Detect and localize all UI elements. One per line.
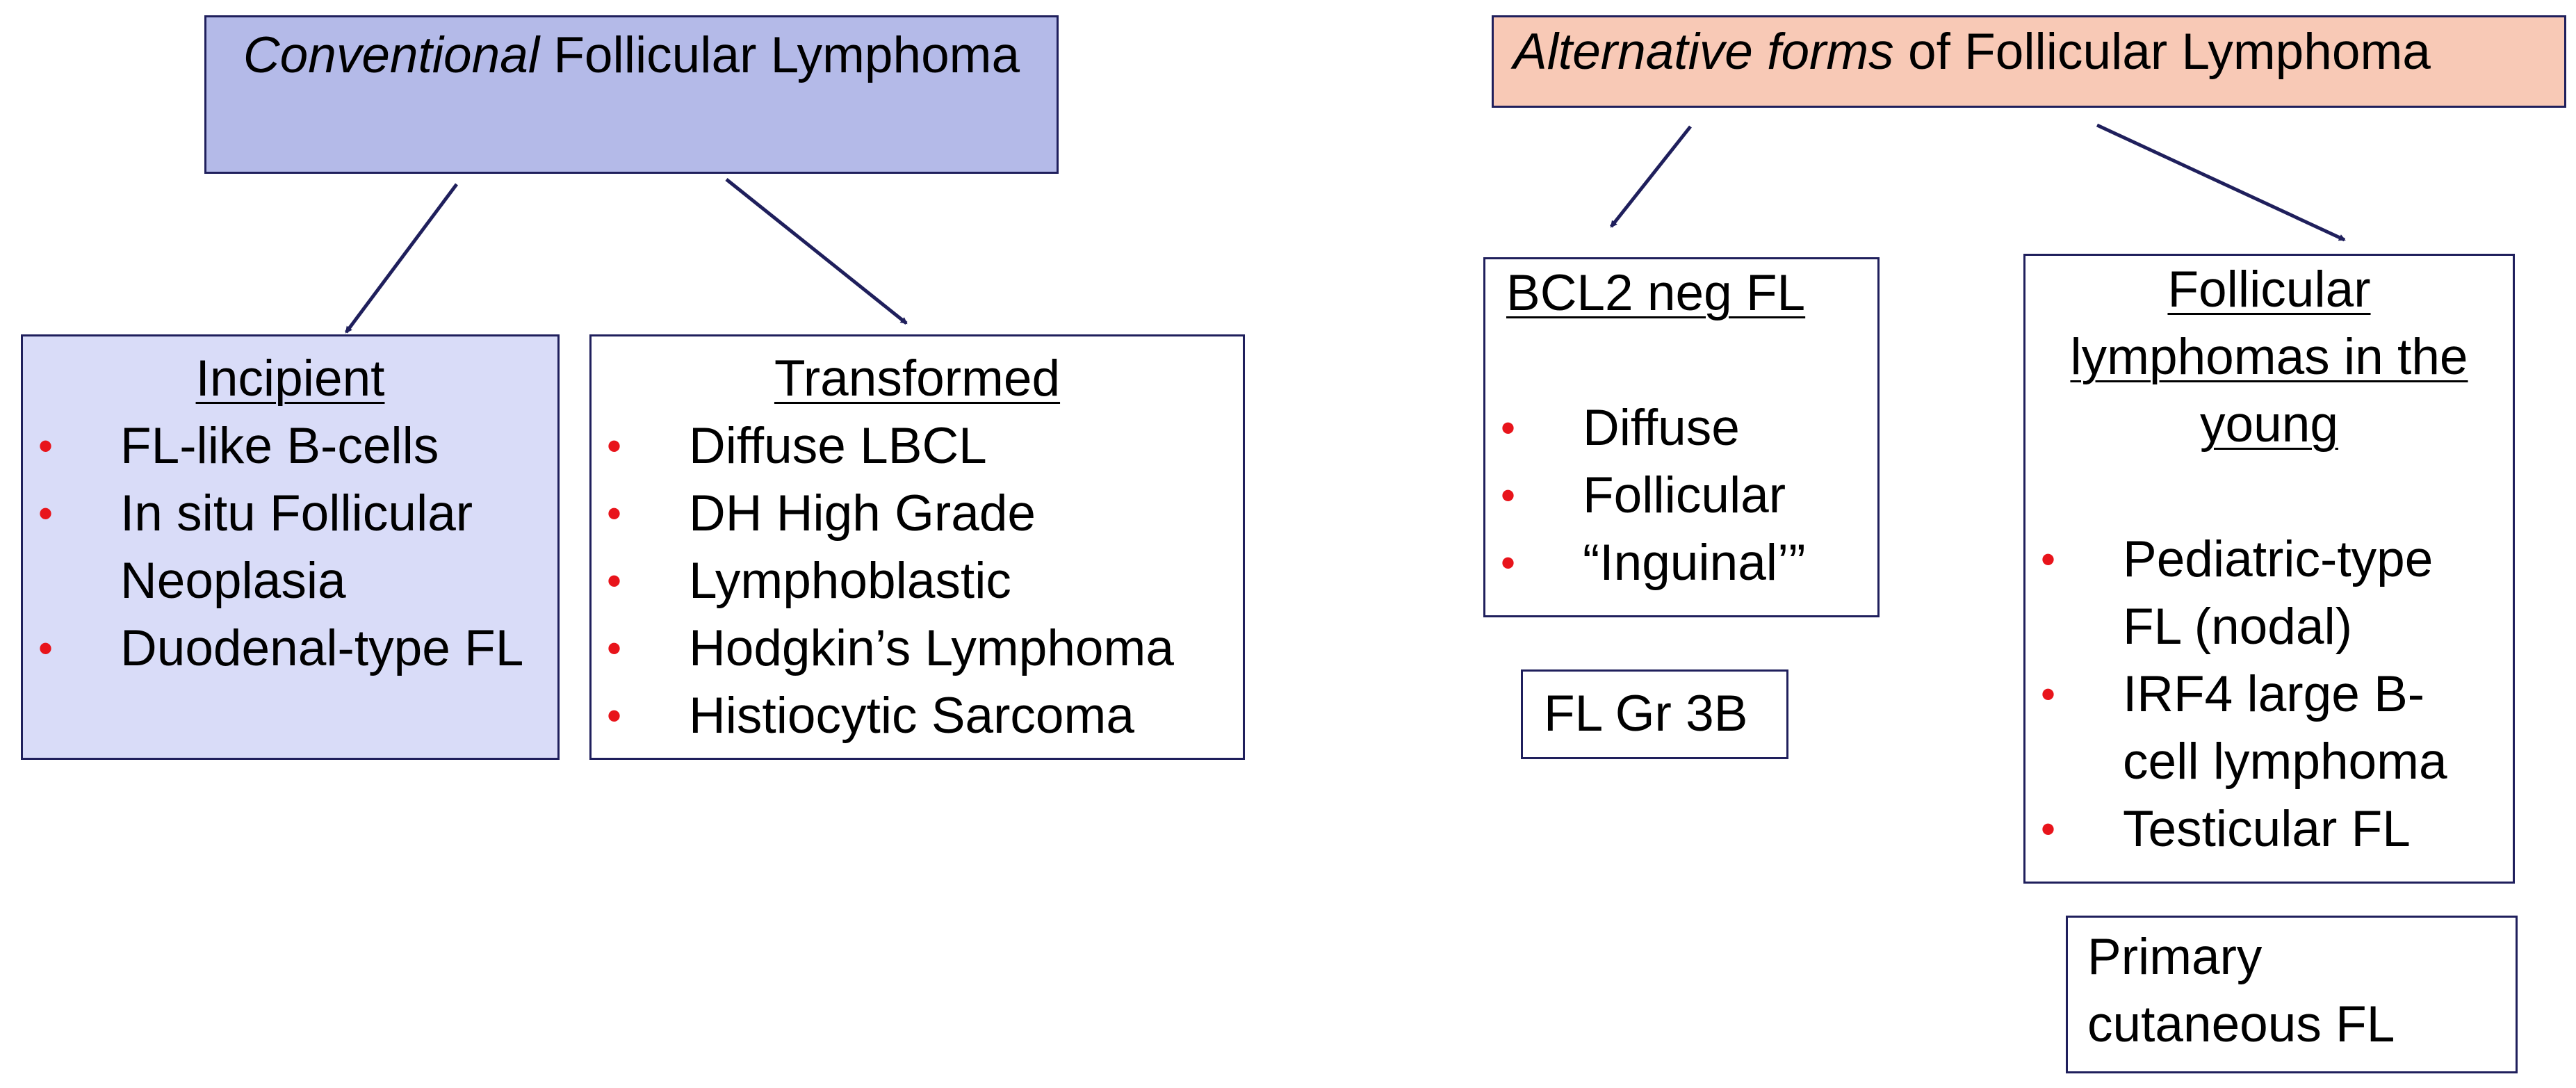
list-item: • IRF4 large B-cell lymphoma xyxy=(2025,660,2499,795)
fl-gr3b-label: FL Gr 3B xyxy=(1544,685,1748,742)
bcl2-list: • Diffuse • Follicular • “Inguinal’” xyxy=(1485,394,1877,596)
list-item-text: Follicular xyxy=(1583,467,1786,523)
alternative-title-italic: Alternative forms xyxy=(1513,24,1894,80)
bullet-icon: • xyxy=(1501,539,1516,586)
spacer xyxy=(1485,327,1877,394)
alternative-fl-title-box: Alternative forms of Follicular Lymphoma xyxy=(1492,15,2566,108)
young-fl-box: Follicular lymphomas in the young • Pedia… xyxy=(2023,254,2515,884)
conventional-fl-title-box: Conventional Follicular Lymphoma xyxy=(204,15,1059,174)
arrow-conventional-to-incipient xyxy=(344,183,459,334)
list-item: • Hodgkin’s Lymphoma xyxy=(592,615,1243,682)
list-item-text: In situ Follicular Neoplasia xyxy=(120,485,473,609)
primary-cutaneous-label: Primary cutaneous FL xyxy=(2087,929,2395,1053)
primary-cutaneous-fl-box: Primary cutaneous FL xyxy=(2066,916,2518,1073)
list-item-text: FL-like B-cells xyxy=(120,418,439,474)
list-item: • Pediatric-type FL (nodal) xyxy=(2025,526,2499,660)
alternative-title-rest: of Follicular Lymphoma xyxy=(1893,24,2431,80)
bullet-icon: • xyxy=(2041,806,2056,852)
list-item: • In situ Follicular Neoplasia xyxy=(23,480,544,615)
list-item-text: “Inguinal’” xyxy=(1583,535,1806,591)
fl-gr3b-box: FL Gr 3B xyxy=(1521,669,1788,759)
list-item: • DH High Grade xyxy=(592,480,1243,547)
bullet-icon: • xyxy=(1501,472,1516,519)
list-item-text: Testicular FL xyxy=(2123,801,2411,857)
list-item-text: Duodenal-type FL xyxy=(120,620,524,676)
bullet-icon: • xyxy=(607,490,622,537)
bullet-icon: • xyxy=(38,490,54,537)
transformed-box: Transformed • Diffuse LBCL • DH High Grade… xyxy=(589,334,1245,760)
bcl2-heading: BCL2 neg FL xyxy=(1506,265,1806,321)
list-item: • FL-like B-cells xyxy=(23,412,544,480)
list-item: • Follicular xyxy=(1485,462,1877,529)
list-item-text: Lymphoblastic xyxy=(689,553,1011,609)
bullet-icon: • xyxy=(2041,671,2056,717)
bullet-icon: • xyxy=(2041,536,2056,583)
transformed-heading: Transformed xyxy=(774,350,1061,407)
bullet-icon: • xyxy=(607,423,622,469)
spacer xyxy=(2025,458,2513,526)
conventional-title-italic: Conventional xyxy=(243,27,540,83)
transformed-list: • Diffuse LBCL • DH High Grade • Lymphoblas… xyxy=(592,412,1243,749)
bullet-icon: • xyxy=(607,692,622,739)
list-item: • Diffuse xyxy=(1485,394,1877,462)
arrow-alternative-to-bcl2 xyxy=(1610,125,1692,228)
list-item-text: DH High Grade xyxy=(689,485,1036,542)
list-item: • Testicular FL xyxy=(2025,795,2499,863)
list-item: • “Inguinal’” xyxy=(1485,529,1877,596)
bullet-icon: • xyxy=(607,625,622,672)
list-item: • Lymphoblastic xyxy=(592,547,1243,615)
conventional-title-rest: Follicular Lymphoma xyxy=(539,27,1020,83)
incipient-box: Incipient • FL-like B-cells • In situ Foll… xyxy=(21,334,560,760)
young-list: • Pediatric-type FL (nodal) • IRF4 large B… xyxy=(2025,526,2513,863)
bullet-icon: • xyxy=(38,625,54,672)
list-item: • Duodenal-type FL xyxy=(23,615,544,682)
bullet-icon: • xyxy=(607,558,622,604)
incipient-list: • FL-like B-cells • In situ Follicular Neo… xyxy=(23,412,557,682)
arrow-conventional-to-transformed xyxy=(725,178,908,325)
incipient-heading: Incipient xyxy=(195,350,385,407)
list-item: • Histiocytic Sarcoma xyxy=(592,682,1243,749)
young-heading: Follicular lymphomas in the young xyxy=(2070,261,2468,453)
list-item-text: IRF4 large B-cell lymphoma xyxy=(2123,666,2447,790)
bullet-icon: • xyxy=(38,423,54,469)
list-item-text: Diffuse xyxy=(1583,400,1740,456)
list-item-text: Histiocytic Sarcoma xyxy=(689,688,1134,744)
list-item: • Diffuse LBCL xyxy=(592,412,1243,480)
arrow-alternative-to-young xyxy=(2096,123,2346,242)
bullet-icon: • xyxy=(1501,405,1516,451)
list-item-text: Pediatric-type FL (nodal) xyxy=(2123,531,2434,655)
list-item-text: Hodgkin’s Lymphoma xyxy=(689,620,1174,676)
bcl2-neg-fl-box: BCL2 neg FL • Diffuse • Follicular • “Ingui… xyxy=(1483,257,1880,617)
list-item-text: Diffuse LBCL xyxy=(689,418,987,474)
